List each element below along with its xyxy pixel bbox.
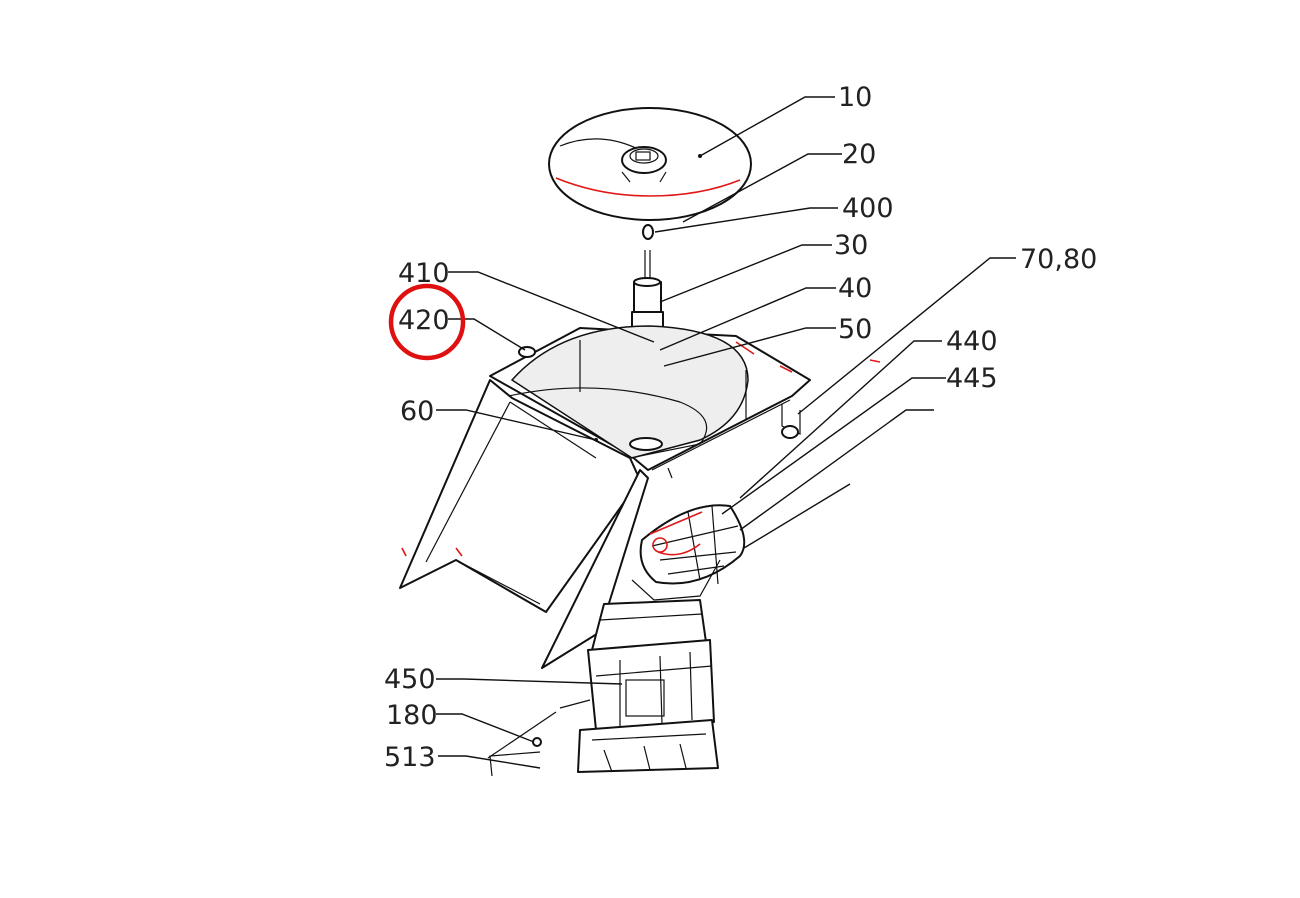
- callout-400: 400: [842, 193, 894, 224]
- callout-labels: 10 20 400 30 40 50 70,80 440 445 410 420…: [384, 82, 1097, 773]
- callout-40: 40: [838, 273, 872, 304]
- callout-70-80: 70,80: [1020, 244, 1097, 275]
- nut-part: [642, 224, 654, 240]
- callout-450: 450: [384, 664, 436, 695]
- callout-180: 180: [386, 700, 438, 731]
- callout-440: 440: [946, 326, 998, 357]
- motor-part: [487, 599, 719, 773]
- callout-445: 445: [946, 363, 998, 394]
- callout-10: 10: [838, 82, 872, 113]
- impeller-disc: [631, 504, 746, 601]
- hopper-housing: [399, 325, 881, 669]
- callout-513: 513: [384, 742, 436, 773]
- callout-420: 420: [398, 305, 450, 336]
- callout-20: 20: [842, 139, 876, 170]
- callout-50: 50: [838, 314, 872, 345]
- disc-part: [548, 107, 752, 221]
- callout-410: 410: [398, 258, 450, 289]
- highlight-circle: [388, 283, 466, 361]
- callout-60: 60: [400, 396, 434, 427]
- callout-30: 30: [834, 230, 868, 261]
- leader-lines: [436, 96, 1016, 769]
- base-bracket: [489, 737, 542, 777]
